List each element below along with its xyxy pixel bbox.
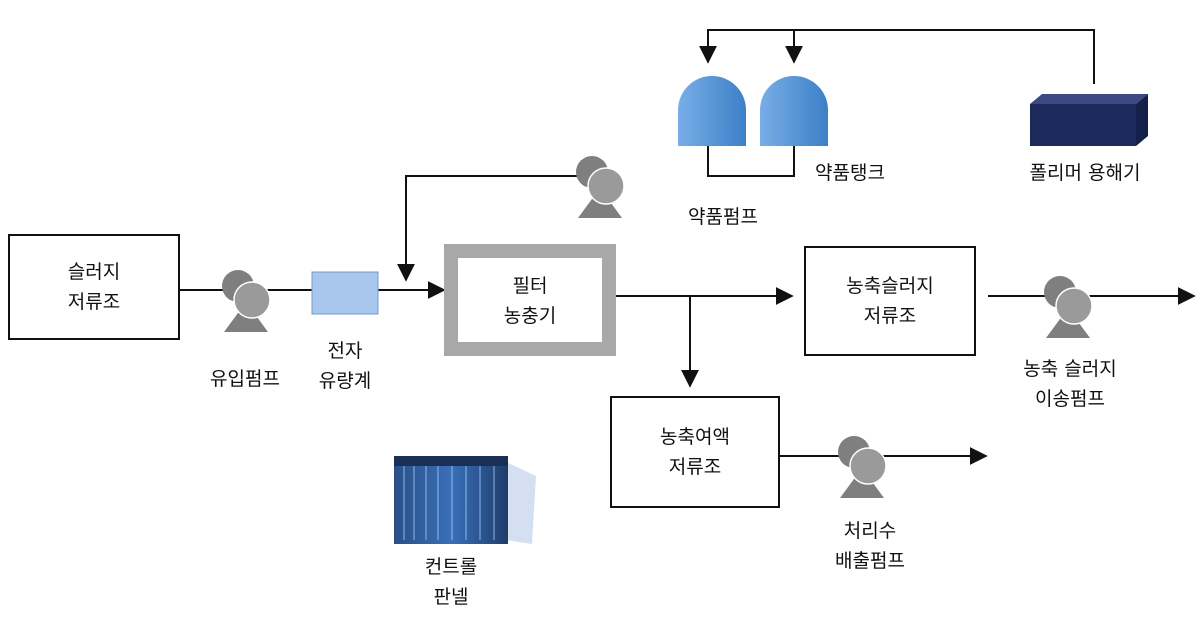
control-panel-label: 컨트롤 판넬 xyxy=(396,552,506,612)
treated-water-pump-icon xyxy=(838,436,887,498)
label-line: 약품펌프 xyxy=(688,206,758,228)
label-line: 농축슬러지 xyxy=(846,275,934,297)
label-line: 컨트롤 xyxy=(424,556,478,578)
label-line: 처리수 xyxy=(843,520,897,542)
thickened-sludge-storage-tank xyxy=(804,246,976,356)
thickened-sludge-pump-label: 농축 슬러지 이송펌프 xyxy=(1000,354,1140,414)
treated-water-pump-label: 처리수 배출펌프 xyxy=(810,516,930,576)
polymer-dissolver-label: 폴리머 용해기 xyxy=(1010,158,1160,188)
inflow-pump-label: 유입펌프 xyxy=(190,364,300,394)
label-line: 판넬 xyxy=(433,586,469,608)
sludge-tank-label: 슬러지 저류조 xyxy=(8,257,180,317)
label-line: 저류조 xyxy=(668,456,722,478)
chemical-tank-label: 약품탱크 xyxy=(800,158,900,188)
label-line: 유량계 xyxy=(318,370,372,392)
sludge-storage-tank xyxy=(8,234,180,340)
thickened-sludge-tank-label: 농축슬러지 저류조 xyxy=(804,271,976,331)
label-line: 슬러지 xyxy=(67,261,121,283)
label-line: 이송펌프 xyxy=(1035,388,1105,410)
control-panel-icon xyxy=(394,456,536,544)
pipe-chemical-to-filter xyxy=(397,175,614,282)
thickened-sludge-pump-icon xyxy=(1044,276,1093,338)
label-line: 폴리머 용해기 xyxy=(1029,162,1141,184)
flow-meter-icon xyxy=(311,271,379,315)
chemical-tank-icon xyxy=(760,76,828,146)
chemical-pump-label: 약품펌프 xyxy=(668,202,778,232)
pipe-polymer-feed xyxy=(699,29,1095,84)
flow-meter-label: 전자 유량계 xyxy=(300,336,390,396)
chemical-pump-icon xyxy=(576,156,625,218)
label-line: 약품탱크 xyxy=(815,162,885,184)
filtrate-tank-label: 농축여액 저류조 xyxy=(610,422,780,482)
label-line: 필터 xyxy=(512,275,548,297)
inflow-pump-icon xyxy=(222,270,271,332)
filter-thickener-inner xyxy=(458,258,602,342)
filter-thickener-label: 필터 농충기 xyxy=(458,271,602,331)
label-line: 배출펌프 xyxy=(835,550,905,572)
label-line: 유입펌프 xyxy=(210,368,280,390)
chemical-tank-icon xyxy=(678,76,746,146)
label-line: 농축 슬러지 xyxy=(1023,358,1117,380)
label-line: 전자 xyxy=(327,340,363,362)
label-line: 농충기 xyxy=(503,305,557,327)
label-line: 저류조 xyxy=(863,305,917,327)
filtrate-storage-tank xyxy=(610,396,780,508)
label-line: 저류조 xyxy=(67,291,121,313)
pipe-tanks-to-pump xyxy=(707,146,795,177)
polymer-dissolver-icon xyxy=(1030,94,1148,146)
label-line: 농축여액 xyxy=(660,426,730,448)
